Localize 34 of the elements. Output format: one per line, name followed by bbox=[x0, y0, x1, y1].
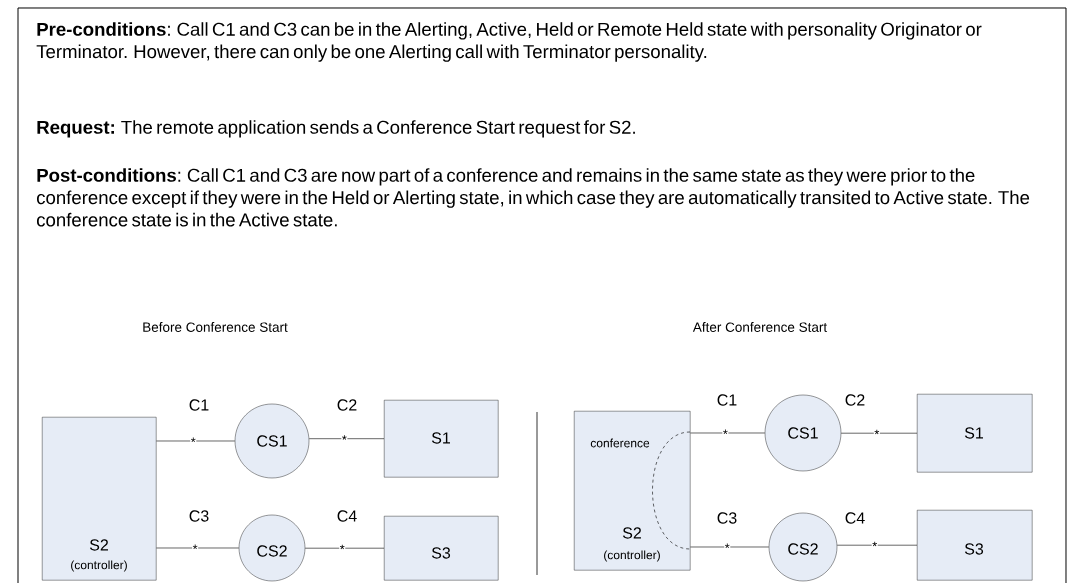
paragraph: Request: The remote application sends a Conference Start request for S2. bbox=[37, 120, 635, 138]
connector-line bbox=[304, 547, 385, 549]
connection-label: C1 bbox=[717, 394, 737, 406]
server-box: S1 bbox=[917, 394, 1033, 473]
edge-label: * bbox=[341, 434, 348, 445]
connector-line bbox=[840, 432, 918, 434]
edge-label: * bbox=[339, 544, 346, 555]
server-box: S1 bbox=[384, 400, 499, 478]
edge-label: * bbox=[871, 541, 878, 552]
connection-label: C3 bbox=[189, 510, 209, 522]
edge-label: * bbox=[724, 543, 731, 553]
panel-label: After Conference Start bbox=[692, 322, 828, 332]
edge-label: * bbox=[722, 429, 729, 439]
edge-label: * bbox=[192, 544, 199, 554]
edge-label: * bbox=[190, 437, 197, 447]
server-box: S3 bbox=[384, 516, 499, 581]
connection-label: C4 bbox=[337, 510, 357, 522]
connector-line bbox=[836, 544, 918, 546]
server-box: S2 (controller) bbox=[42, 417, 157, 581]
connection-label: C1 bbox=[189, 399, 209, 411]
edge-label: * bbox=[873, 429, 880, 440]
connection-label: C3 bbox=[717, 512, 737, 524]
paragraph: Pre-conditions: Call C1 and C3 can be in the Alerting, Active, Held or Remote Held state with personality Originator or Terminator. However, there can only be one Alerting call with Terminator personality. bbox=[36, 22, 982, 62]
connector-line bbox=[690, 432, 766, 434]
connection-label: C2 bbox=[337, 399, 357, 411]
server-box: S3 bbox=[917, 510, 1033, 581]
connector-line bbox=[156, 547, 240, 549]
panel-label: Before Conference Start bbox=[143, 322, 288, 332]
connection-label: C4 bbox=[845, 512, 865, 524]
paragraph: Post-conditions: Call C1 and C3 are now part of a conference and remains in the same state as they were prior to the conference except if they were in the Held or Alerting state, in which case they are automatically transited to Active state. The conference state is in the Active state. bbox=[37, 168, 1030, 227]
server-box: conference S2 (controller) bbox=[574, 411, 691, 571]
connector-line bbox=[308, 438, 385, 439]
connector-line bbox=[690, 546, 770, 548]
connector-line bbox=[156, 440, 236, 442]
